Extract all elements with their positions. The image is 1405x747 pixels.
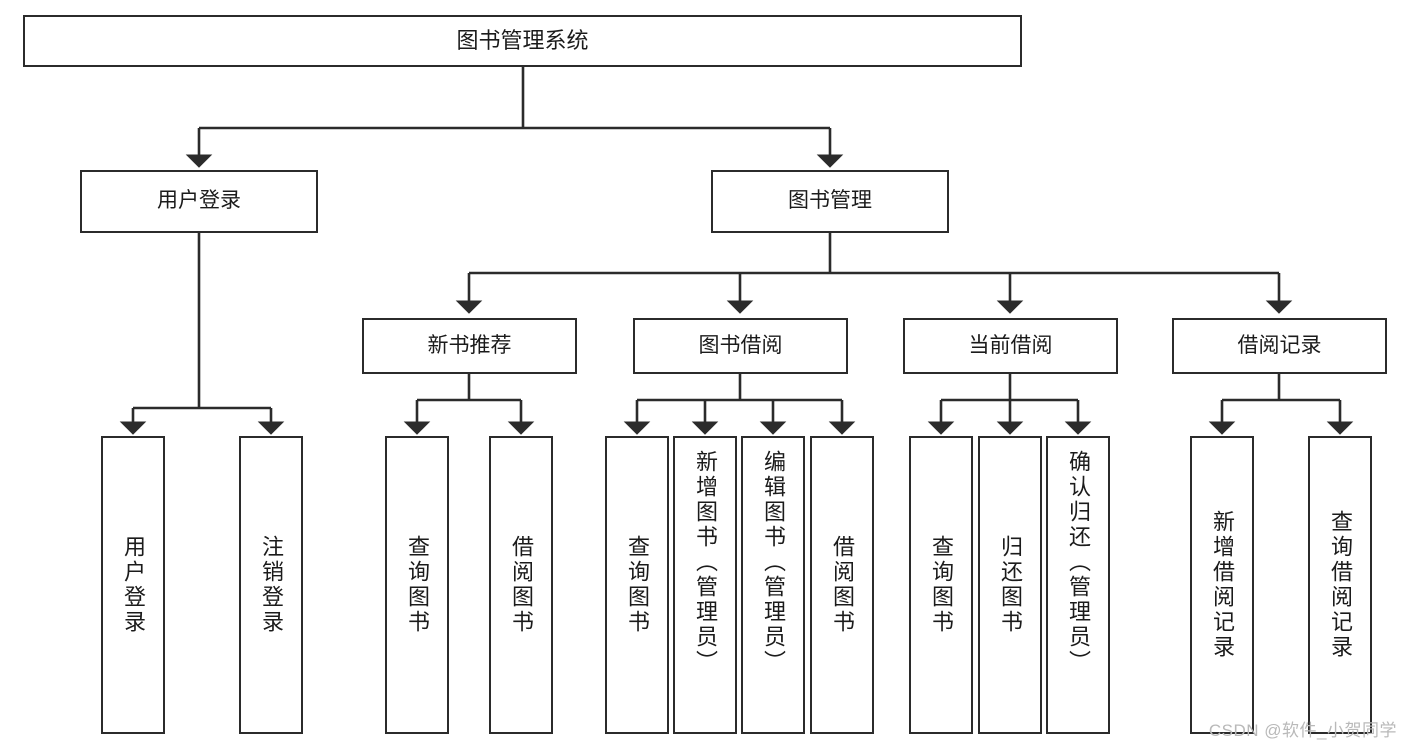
leaf-new-books-search[interactable]: 查询图书 (385, 436, 449, 734)
node-label: 图书借阅 (698, 333, 783, 357)
node-book-borrow[interactable]: 图书借阅 (633, 318, 848, 374)
node-label: 查询图书 (405, 535, 430, 635)
node-label: 借阅图书 (830, 535, 855, 635)
node-user-login[interactable]: 用户登录 (80, 170, 318, 233)
node-new-book-recommend[interactable]: 新书推荐 (362, 318, 577, 374)
node-label: 注销登录 (259, 535, 284, 635)
leaf-user-login-logout[interactable]: 注销登录 (239, 436, 303, 734)
node-label: 新增图书（管理员） (693, 450, 718, 675)
node-label: 查询图书 (625, 535, 650, 635)
node-label: 编辑图书（管理员） (761, 450, 786, 675)
leaf-book-borrow-search[interactable]: 查询图书 (605, 436, 669, 734)
leaf-current-borrow-return[interactable]: 归还图书 (978, 436, 1042, 734)
leaf-book-borrow-borrow[interactable]: 借阅图书 (810, 436, 874, 734)
leaf-current-borrow-confirm-return[interactable]: 确认归还（管理员） (1046, 436, 1110, 734)
node-label: 用户登录 (157, 189, 241, 213)
node-label: 新增借阅记录 (1210, 510, 1235, 660)
node-root-system[interactable]: 图书管理系统 (23, 15, 1022, 67)
leaf-borrow-records-search[interactable]: 查询借阅记录 (1308, 436, 1372, 734)
node-label: 查询图书 (929, 535, 954, 635)
node-label: 归还图书 (998, 535, 1023, 635)
node-label: 确认归还（管理员） (1066, 450, 1091, 675)
leaf-book-borrow-add[interactable]: 新增图书（管理员） (673, 436, 737, 734)
node-book-management[interactable]: 图书管理 (711, 170, 949, 233)
leaf-new-books-borrow[interactable]: 借阅图书 (489, 436, 553, 734)
leaf-user-login-login[interactable]: 用户登录 (101, 436, 165, 734)
node-current-borrow[interactable]: 当前借阅 (903, 318, 1118, 374)
leaf-book-borrow-edit[interactable]: 编辑图书（管理员） (741, 436, 805, 734)
leaf-current-borrow-search[interactable]: 查询图书 (909, 436, 973, 734)
node-label: 图书管理系统 (456, 28, 589, 54)
node-label: 新书推荐 (427, 333, 512, 357)
node-label: 当前借阅 (968, 333, 1053, 357)
node-label: 图书管理 (788, 189, 872, 213)
node-label: 借阅记录 (1237, 333, 1322, 357)
leaf-borrow-records-add[interactable]: 新增借阅记录 (1190, 436, 1254, 734)
node-label: 用户登录 (121, 535, 146, 635)
node-label: 查询借阅记录 (1328, 510, 1353, 660)
node-borrow-records[interactable]: 借阅记录 (1172, 318, 1387, 374)
node-label: 借阅图书 (509, 535, 534, 635)
